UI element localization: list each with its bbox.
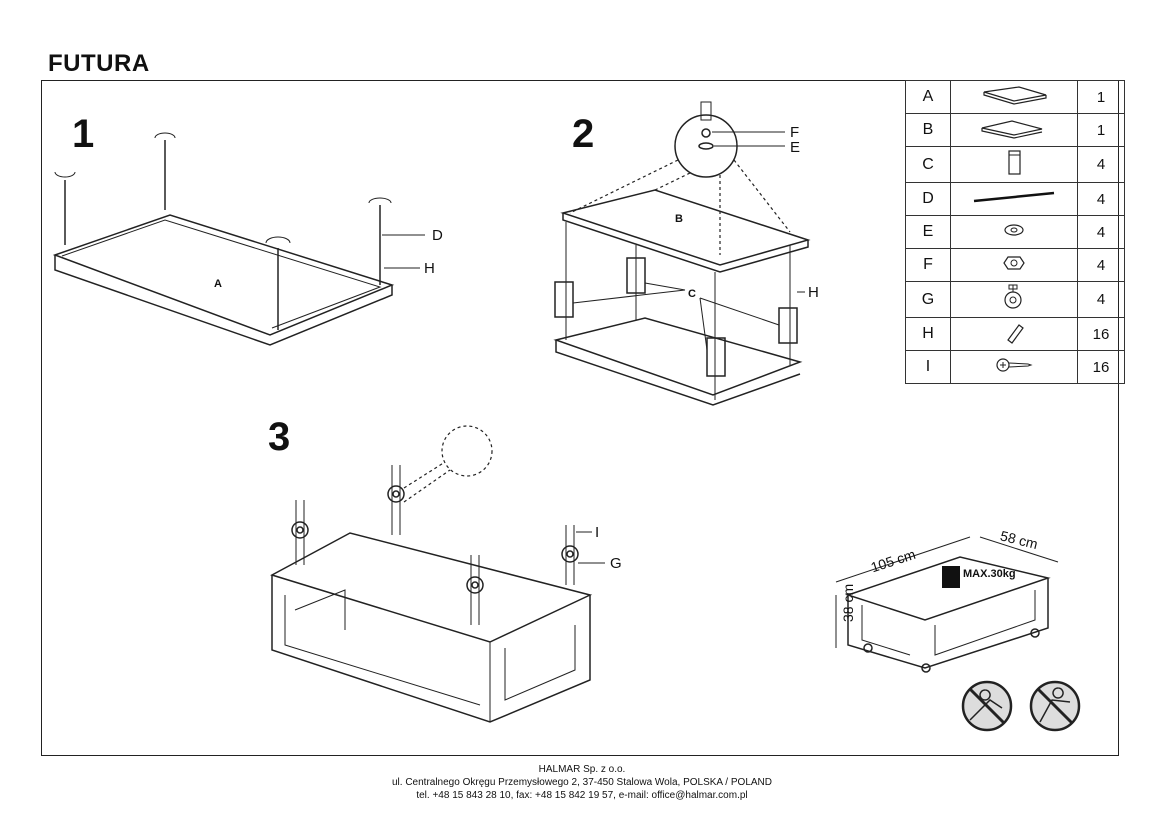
- dimension-drawing: 105 cm 58 cm 38 cm MAX.30kg: [835, 527, 1059, 673]
- part-quantity: 16: [1077, 350, 1125, 384]
- footer-company: HALMAR Sp. z o.o.: [538, 764, 626, 775]
- label-d: D: [432, 227, 443, 244]
- part-letter: H: [905, 317, 951, 351]
- part-quantity: 4: [1077, 248, 1125, 282]
- dowel-icon: [950, 317, 1078, 351]
- part-quantity: 1: [1077, 113, 1125, 147]
- parts-row: I 16: [905, 350, 1125, 384]
- step-2-drawing: C B F E H: [553, 101, 819, 406]
- footer: HALMAR Sp. z o.o. ul. Centralnego Okręgu…: [0, 763, 1164, 802]
- part-letter: I: [905, 350, 951, 384]
- part-letter: A: [905, 80, 951, 114]
- part-letter: F: [905, 248, 951, 282]
- label-c: C: [688, 288, 696, 300]
- part-quantity: 4: [1077, 146, 1125, 183]
- step-3-drawing: I G: [270, 425, 622, 723]
- footer-contact: tel. +48 15 843 28 10, fax: +48 15 842 1…: [416, 790, 748, 801]
- parts-row: H 16: [905, 317, 1125, 351]
- part-letter: D: [905, 182, 951, 216]
- label-a: A: [214, 278, 222, 290]
- step-1-number: 1: [72, 112, 95, 156]
- part-letter: E: [905, 215, 951, 249]
- max-load: MAX.30kg: [963, 568, 1016, 580]
- label-e: E: [790, 139, 800, 156]
- part-quantity: 4: [1077, 182, 1125, 216]
- label-b: B: [675, 213, 683, 225]
- part-quantity: 4: [1077, 215, 1125, 249]
- dim-height: 38 cm: [840, 584, 856, 622]
- screw-icon: [950, 350, 1078, 384]
- top-panel-icon: [950, 80, 1078, 114]
- instruction-frame: [41, 80, 1119, 756]
- part-letter: G: [905, 281, 951, 318]
- part-quantity: 4: [1077, 281, 1125, 318]
- part-quantity: 1: [1077, 80, 1125, 114]
- label-g: G: [610, 555, 622, 572]
- part-letter: B: [905, 113, 951, 147]
- part-quantity: 16: [1077, 317, 1125, 351]
- washer-icon: [950, 215, 1078, 249]
- rod-icon: [950, 182, 1078, 216]
- dim-width: 58 cm: [999, 527, 1040, 552]
- dim-length: 105 cm: [869, 546, 918, 575]
- block-icon: [950, 146, 1078, 183]
- nut-icon: [950, 248, 1078, 282]
- label-h2: H: [808, 284, 819, 301]
- step-2-number: 2: [572, 112, 595, 156]
- label-f: F: [790, 124, 799, 141]
- step-3-number: 3: [268, 415, 291, 459]
- step-1-drawing: D H A: [52, 132, 443, 346]
- no-sitting-icon: [1029, 680, 1081, 732]
- caster-icon: [950, 281, 1078, 318]
- part-letter: C: [905, 146, 951, 183]
- caster-group: [291, 485, 579, 594]
- label-i: I: [595, 524, 599, 541]
- product-title: FUTURA: [48, 50, 150, 77]
- label-h: H: [424, 260, 435, 277]
- no-climbing-icon: [961, 680, 1013, 732]
- footer-address: ul. Centralnego Okręgu Przemysłowego 2, …: [391, 777, 772, 788]
- bottom-panel-icon: [950, 113, 1078, 147]
